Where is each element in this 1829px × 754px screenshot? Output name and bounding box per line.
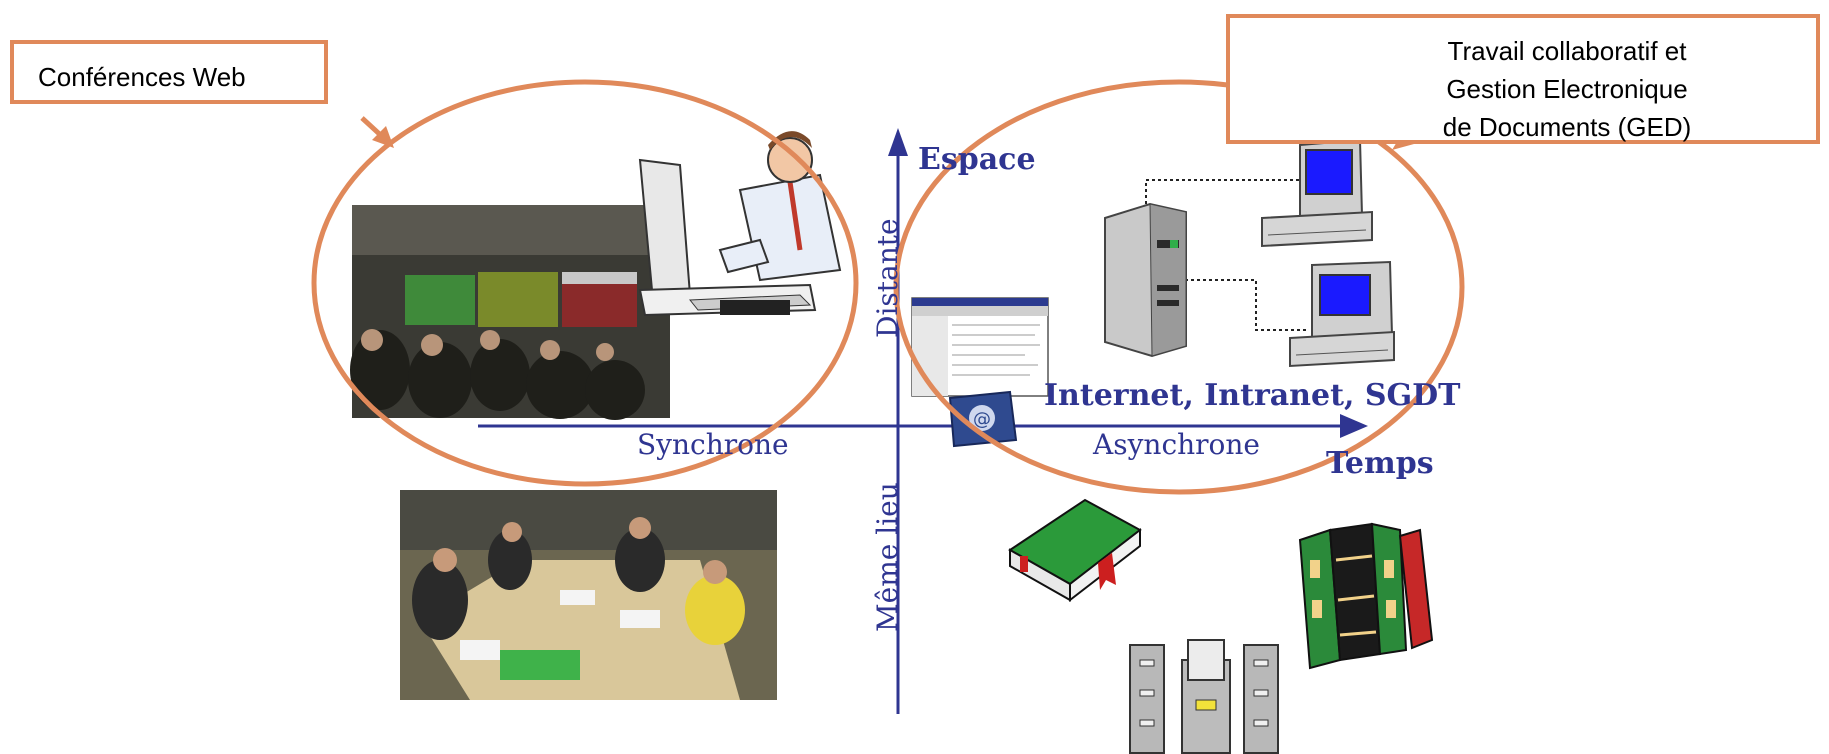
callout-web-conferences-text: Conférences Web (38, 62, 246, 92)
server-icon (1104, 202, 1187, 358)
callout-left-arrowhead (372, 126, 394, 148)
desktop-computer-icon-bottom (1289, 260, 1395, 368)
svg-text:@: @ (973, 409, 991, 430)
x-axis-title: Temps (1326, 446, 1434, 481)
desktop-computer-icon-top (1261, 138, 1373, 248)
callout-web-conferences: Conférences Web (10, 40, 328, 104)
callout-collaborative-work: Travail collaboratif et Gestion Electron… (1226, 14, 1820, 144)
computer-user-clipart (638, 131, 842, 317)
callout-line-1: Travail collaboratif et (1447, 36, 1687, 66)
email-icon: @ (948, 390, 1018, 448)
book-icon (1008, 498, 1142, 603)
y-axis-bottom-label: Même lieu (871, 482, 904, 632)
x-axis-arrowhead (1340, 414, 1368, 438)
y-axis-title: Espace (918, 142, 1036, 177)
x-axis-left-label: Synchrone (637, 428, 789, 461)
meeting-room-photo (400, 490, 777, 700)
callout-line-2: Gestion Electronique (1446, 74, 1688, 104)
videoconference-photo (350, 205, 670, 420)
collaborative-work-ellipse (893, 79, 1465, 495)
web-conference-ellipse (311, 79, 859, 487)
y-axis-arrowhead (888, 128, 908, 156)
software-window-screenshot (911, 297, 1049, 397)
books-icon (1298, 522, 1434, 670)
network-label: Internet, Intranet, SGDT (1044, 378, 1461, 413)
y-axis-top-label: Distante (871, 218, 904, 338)
callout-line-3: de Documents (GED) (1442, 112, 1692, 142)
x-axis-right-label: Asynchrone (1093, 428, 1261, 461)
filing-cabinet-icon (1129, 639, 1279, 754)
